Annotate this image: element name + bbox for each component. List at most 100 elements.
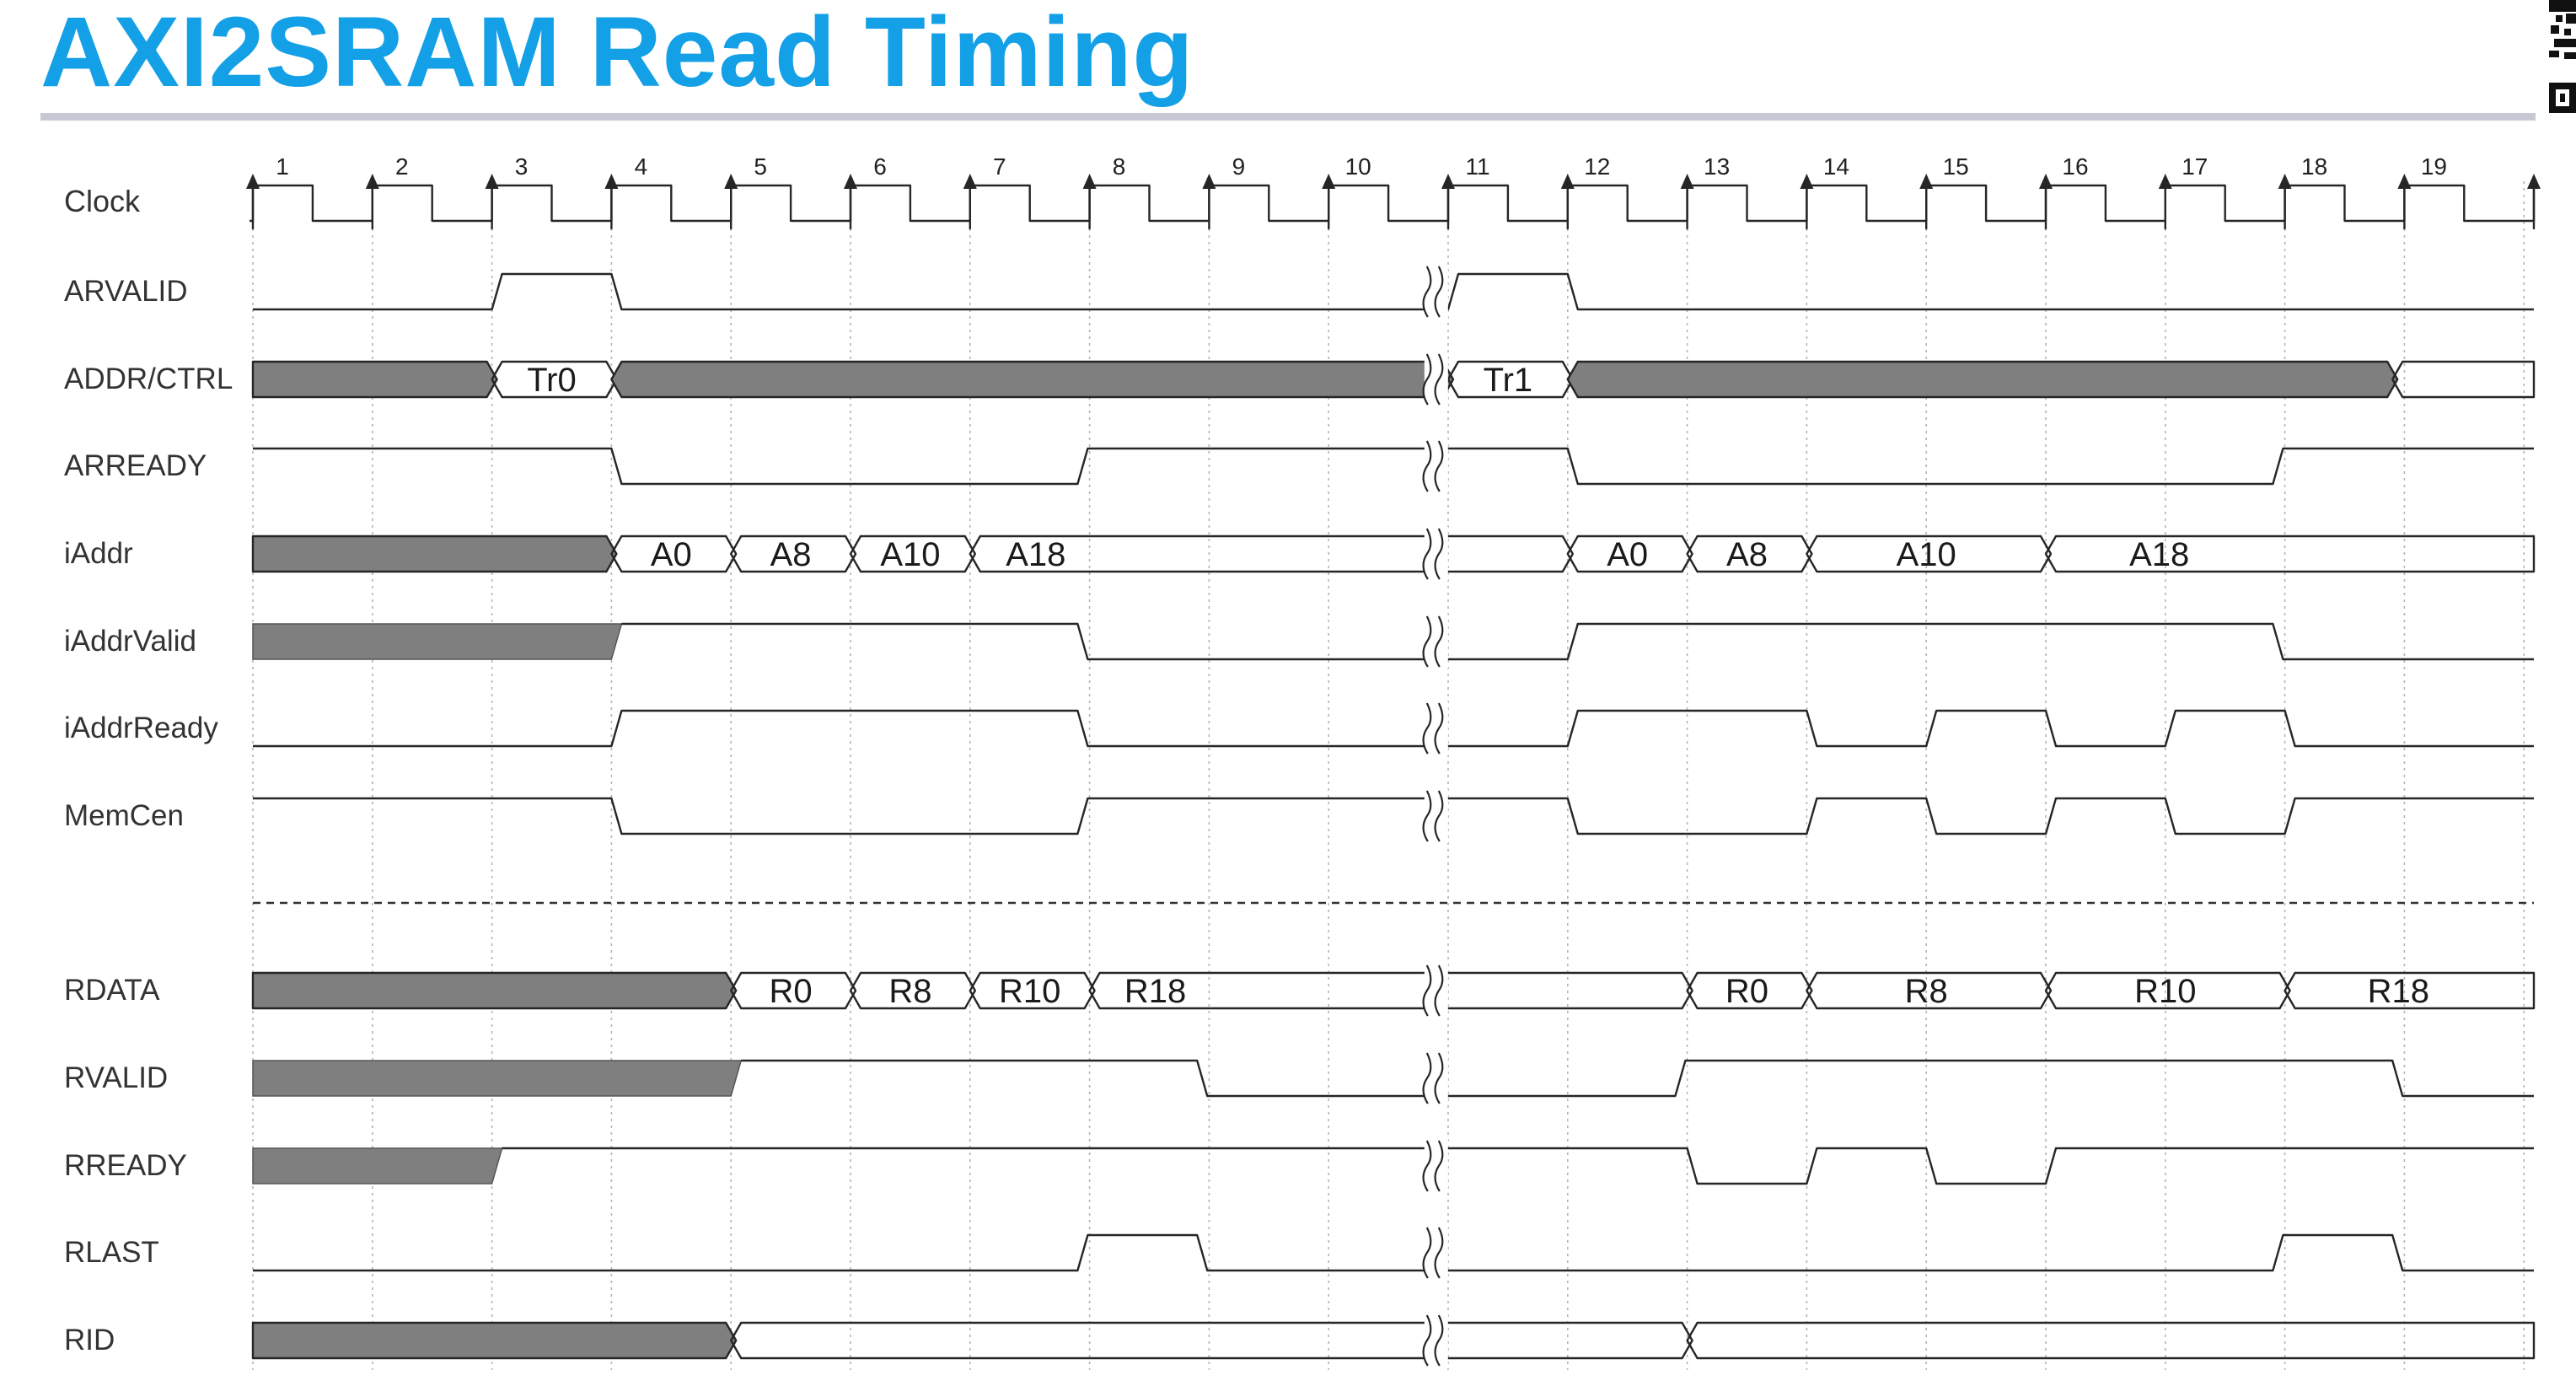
bus-value-label: R8 xyxy=(888,973,931,1010)
signal-label: RDATA xyxy=(64,974,160,1007)
rising-edge-arrow xyxy=(604,174,619,189)
bus-value-label: R18 xyxy=(2368,973,2429,1010)
rising-edge-arrow xyxy=(1441,174,1455,189)
break-icon xyxy=(1422,1313,1448,1367)
bus-undefined-segment xyxy=(610,360,1443,399)
signal-label: iAddr xyxy=(64,537,133,570)
bus-segment xyxy=(2044,971,2291,1010)
title-divider xyxy=(40,113,2536,121)
break-icon xyxy=(1422,615,1448,669)
bit-waveform xyxy=(253,709,2534,748)
rising-edge-arrow xyxy=(485,174,499,189)
rising-edge-arrow xyxy=(1919,174,1934,189)
undefined-region xyxy=(252,1060,743,1097)
signal-row: ARREADY xyxy=(64,447,2534,486)
bus-segment xyxy=(849,535,976,573)
qr-code-icon xyxy=(2549,0,2576,113)
bus-segment xyxy=(1566,535,1693,573)
break-icon xyxy=(1422,789,1448,843)
bus-undefined-segment xyxy=(1566,360,2399,399)
bus-value-label: R10 xyxy=(999,973,1060,1010)
cycle-number: 19 xyxy=(2421,153,2447,180)
bus-segment xyxy=(610,535,738,573)
signal-row: iAddrReady xyxy=(64,709,2534,748)
bus-value-label: A0 xyxy=(1607,536,1648,573)
bit-waveform xyxy=(253,797,2534,835)
signal-label: ARVALID xyxy=(64,275,188,308)
signal-row: RREADY xyxy=(64,1147,2534,1185)
signal-label: Clock xyxy=(64,184,141,218)
rising-edge-arrow xyxy=(1560,174,1575,189)
bus-segment xyxy=(1686,1321,2536,1360)
rising-edge-arrow xyxy=(365,174,379,189)
bus-value-label: R0 xyxy=(770,973,813,1010)
cycle-number: 8 xyxy=(1113,153,1126,180)
signal-label: iAddrReady xyxy=(64,712,218,744)
break-icon xyxy=(1422,352,1448,406)
bus-value-label: Tr1 xyxy=(1484,362,1533,399)
bus-value-label: A10 xyxy=(880,536,940,573)
bus-value-label: R8 xyxy=(1905,973,1948,1010)
break-icon xyxy=(1422,439,1448,493)
rising-edge-arrow xyxy=(2527,174,2541,189)
signal-label: iAddrValid xyxy=(64,625,196,658)
grid-lines xyxy=(252,181,2525,1370)
cycle-number: 18 xyxy=(2301,153,2327,180)
bus-value-label: A18 xyxy=(1006,536,1065,573)
signal-label: RVALID xyxy=(64,1061,168,1094)
bus-segment xyxy=(2284,971,2536,1010)
rising-edge-arrow xyxy=(1322,174,1336,189)
signal-row: RVALID xyxy=(64,1059,2534,1098)
bus-segment xyxy=(1686,535,1813,573)
break-icon xyxy=(1422,964,1448,1018)
cycle-number: 12 xyxy=(1584,153,1610,180)
break-icon xyxy=(1422,1051,1448,1105)
bus-segment xyxy=(2391,360,2536,399)
rising-edge-arrow xyxy=(2397,174,2412,189)
bus-value-label: A10 xyxy=(1897,536,1956,573)
cycle-number: 7 xyxy=(993,153,1006,180)
clock-waveform xyxy=(246,174,2541,229)
bus-segment xyxy=(1806,535,2053,573)
bit-waveform xyxy=(621,622,2534,661)
rising-edge-arrow xyxy=(1800,174,1814,189)
bus-value-label: A18 xyxy=(2129,536,2189,573)
break-icon xyxy=(1422,1139,1448,1193)
rising-edge-arrow xyxy=(1082,174,1097,189)
rising-edge-arrow xyxy=(1680,174,1694,189)
bit-waveform xyxy=(741,1059,2534,1098)
rising-edge-arrow xyxy=(2158,174,2172,189)
signal-row: MemCen xyxy=(64,797,2534,835)
bus-segment xyxy=(1435,535,1574,573)
bus-segment xyxy=(730,535,857,573)
cycle-number: 4 xyxy=(635,153,648,180)
bus-undefined-segment xyxy=(251,971,738,1010)
signal-row: iAddrValid xyxy=(64,622,2534,661)
bus-segment xyxy=(730,1321,1693,1360)
bit-waveform xyxy=(253,272,2534,311)
signal-label: MemCen xyxy=(64,799,184,832)
bus-segment xyxy=(1806,971,2053,1010)
rising-edge-arrow xyxy=(844,174,857,189)
bus-value-label: A8 xyxy=(1726,536,1768,573)
bus-undefined-segment xyxy=(251,535,618,573)
bus-undefined-segment xyxy=(251,360,498,399)
cycle-number: 3 xyxy=(515,153,529,180)
rising-edge-arrow xyxy=(724,174,738,189)
bus-value-label: R18 xyxy=(1124,973,1186,1010)
cycle-number: 1 xyxy=(276,153,289,180)
bus-segment xyxy=(1435,971,1693,1010)
signal-row: RID xyxy=(64,1321,2536,1360)
bus-segment xyxy=(730,971,857,1010)
rising-edge-arrow xyxy=(2278,174,2292,189)
signal-label: RLAST xyxy=(64,1236,159,1269)
bus-segment xyxy=(849,971,976,1010)
bus-value-label: A0 xyxy=(651,536,692,573)
cycle-number: 9 xyxy=(1232,153,1246,180)
bit-waveform xyxy=(253,1233,2534,1272)
break-icon xyxy=(1422,265,1448,319)
